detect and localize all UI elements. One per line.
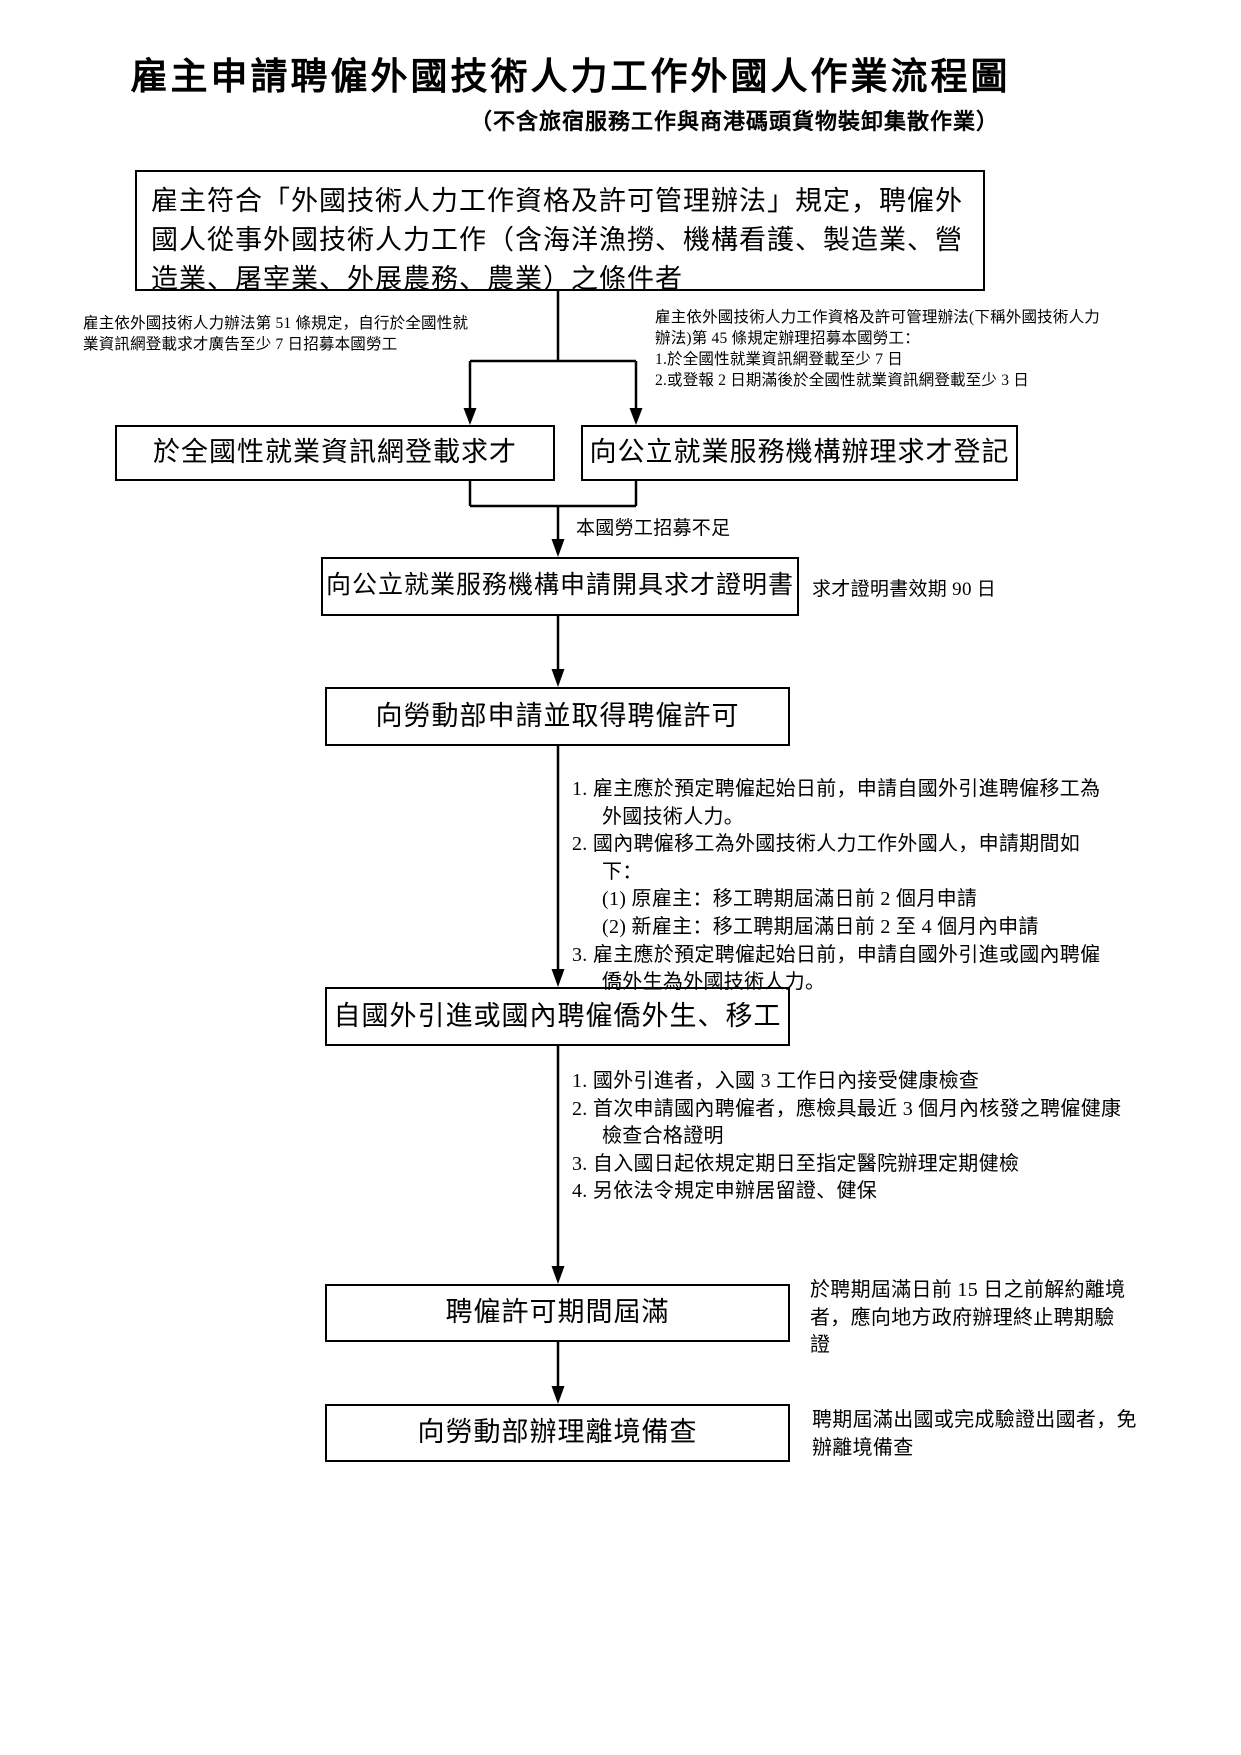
note-article51: 雇主依外國技術人力辦法第 51 條規定，自行於全國性就業資訊網登載求才廣告至少 … bbox=[83, 315, 469, 353]
note-health-item: 3. 自入國日起依規定期日至指定醫院辦理定期健檢 bbox=[572, 1152, 1020, 1175]
note-application-item: 3. 雇主應於預定聘僱起始日前，申請自國外引進或國內聘僱僑外生為外國技術人力。 bbox=[572, 943, 1101, 994]
box-recruit-workers-label: 自國外引進或國內聘僱僑外生、移工 bbox=[333, 1000, 782, 1031]
note-article45-item: 2.或登報 2 日期滿後於全國性就業資訊網登載至少 3 日 bbox=[655, 371, 1029, 389]
arrow-certificate-to-permit bbox=[551, 616, 565, 687]
box-permit-expiry: 聘僱許可期間屆滿 bbox=[325, 1284, 790, 1342]
note-health-item: 1. 國外引進者，入國 3 工作日內接受健康檢查 bbox=[572, 1070, 980, 1092]
arrow-recruit-to-expiry bbox=[551, 1046, 565, 1284]
note-insufficient-recruitment: 本國勞工招募不足 bbox=[576, 518, 731, 539]
note-article45: 雇主依外國技術人力工作資格及許可管理辦法(下稱外國技術人力辦法)第 45 條規定… bbox=[655, 308, 1110, 392]
note-application-item: (1) 原雇主：移工聘期屆滿日前 2 個月申請 bbox=[602, 888, 978, 911]
note-application-rules: 1. 雇主應於預定聘僱起始日前，申請自國外引進聘僱移工為外國技術人力。 2. 國… bbox=[572, 776, 1120, 997]
arrow-permit-to-recruit bbox=[551, 746, 565, 987]
box-permit-expiry-label: 聘僱許可期間屆滿 bbox=[445, 1297, 670, 1328]
box-post-job-online: 於全國性就業資訊網登載求才 bbox=[115, 425, 555, 481]
note-certificate-validity: 求才證明書效期 90 日 bbox=[812, 579, 997, 600]
note-article45-item: 1.於全國性就業資訊網登載至少 7 日 bbox=[655, 350, 903, 368]
box-apply-certificate-label: 向公立就業服務機構申請開具求才證明書 bbox=[325, 572, 794, 600]
box-register-public-employment-label: 向公立就業服務機構辦理求才登記 bbox=[589, 437, 1010, 468]
note-health-item: 2. 首次申請國內聘僱者，應檢具最近 3 個月內核發之聘僱健康檢查合格證明 bbox=[572, 1097, 1122, 1148]
arrow-expiry-to-departure bbox=[551, 1342, 565, 1404]
box-eligibility: 雇主符合「外國技術人力工作資格及許可管理辦法」規定，聘僱外國人從事外國技術人力工… bbox=[135, 170, 985, 294]
note-application-item: 1. 雇主應於預定聘僱起始日前，申請自國外引進聘僱移工為外國技術人力。 bbox=[572, 778, 1101, 828]
note-health-rules: 1. 國外引進者，入國 3 工作日內接受健康檢查 2. 首次申請國內聘僱者，應檢… bbox=[572, 1068, 1132, 1206]
box-apply-certificate: 向公立就業服務機構申請開具求才證明書 bbox=[321, 557, 799, 616]
box-register-public-employment: 向公立就業服務機構辦理求才登記 bbox=[581, 425, 1018, 481]
box-post-job-online-label: 於全國性就業資訊網登載求才 bbox=[153, 437, 517, 468]
box-departure-report: 向勞動部辦理離境備查 bbox=[325, 1404, 790, 1462]
note-application-item: (2) 新雇主：移工聘期屆滿日前 2 至 4 個月內申請 bbox=[602, 915, 1039, 938]
note-health-item: 4. 另依法令規定申辦居留證、健保 bbox=[572, 1180, 878, 1203]
branch-from-eligibility bbox=[463, 291, 643, 425]
note-departure-exemption: 聘期屆滿出國或完成驗證出國者，免辦離境備查 bbox=[812, 1409, 1137, 1459]
page-title: 雇主申請聘僱外國技術人力工作外國人作業流程圖 bbox=[130, 57, 1011, 98]
note-early-termination: 於聘期屆滿日前 15 日之前解約離境者，應向地方政府辦理終止聘期驗證 bbox=[810, 1279, 1126, 1357]
box-recruit-workers: 自國外引進或國內聘僱僑外生、移工 bbox=[325, 987, 790, 1046]
box-apply-permit: 向勞動部申請並取得聘僱許可 bbox=[325, 687, 790, 746]
page-subtitle: （不含旅宿服務工作與商港碼頭貨物裝卸集散作業） bbox=[470, 109, 1000, 134]
box-eligibility-label: 雇主符合「外國技術人力工作資格及許可管理辦法」規定，聘僱外國人從事外國技術人力工… bbox=[151, 186, 963, 295]
box-departure-report-label: 向勞動部辦理離境備查 bbox=[417, 1417, 698, 1448]
note-article45-head: 雇主依外國技術人力工作資格及許可管理辦法(下稱外國技術人力辦法)第 45 條規定… bbox=[655, 309, 1100, 347]
note-application-item: 2. 國內聘僱移工為外國技術人力工作外國人，申請期間如下： bbox=[572, 833, 1081, 883]
box-apply-permit-label: 向勞動部申請並取得聘僱許可 bbox=[375, 700, 740, 731]
